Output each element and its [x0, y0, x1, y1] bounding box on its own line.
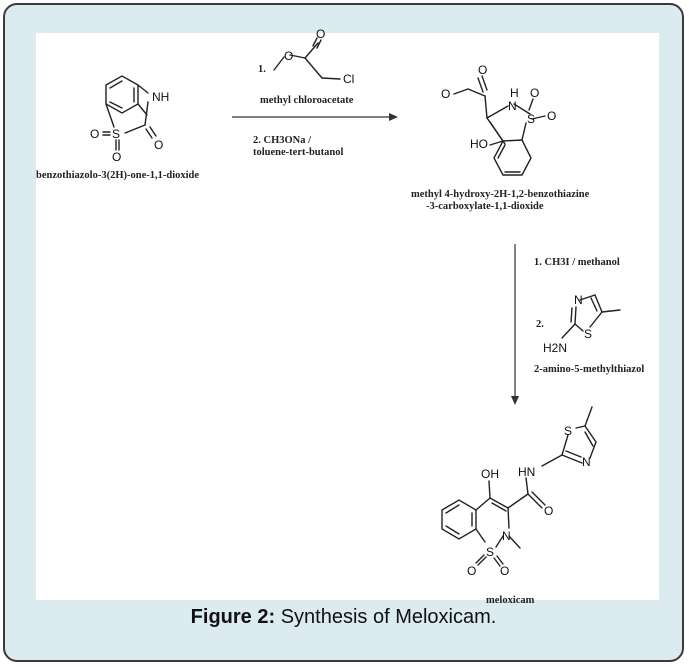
- atom-s-start: S: [112, 127, 120, 141]
- atom-s-product-ring: S: [486, 545, 494, 559]
- atom-h-int: H: [510, 86, 519, 100]
- atom-o-int-4: O: [547, 109, 556, 123]
- atom-o-int-2: O: [441, 87, 450, 101]
- atom-o-amide: O: [544, 504, 553, 518]
- atom-o-int-1: O: [478, 63, 487, 77]
- atom-nh-start: NH: [152, 90, 169, 104]
- atom-h2n: H2N: [543, 341, 567, 355]
- step1-number: 1.: [258, 64, 266, 75]
- aminothiazole-label: 2-amino-5-methylthiazol: [534, 364, 644, 375]
- atom-o-start-3: O: [154, 138, 163, 152]
- meloxicam-structure: [441, 406, 597, 567]
- step4-number: 2.: [536, 319, 544, 330]
- atom-o-int-3: O: [530, 86, 539, 100]
- figure-caption: Figure 2: Synthesis of Meloxicam.: [3, 606, 684, 629]
- arrow-step1-head: [389, 113, 398, 121]
- step1-reagent: methyl chloroacetate: [260, 95, 354, 106]
- atom-n-thiazole: N: [574, 293, 583, 307]
- atom-o-product-1: O: [467, 564, 476, 578]
- intermediate-structure: [453, 75, 546, 176]
- step3-reagent: 1. CH3I / methanol: [534, 257, 620, 268]
- atom-o-start-1: O: [90, 127, 99, 141]
- atom-o-carbonyl: O: [316, 27, 325, 41]
- arrow-step2-head: [511, 396, 519, 405]
- atom-n-product: N: [502, 529, 511, 543]
- atom-oh-product: OH: [481, 467, 499, 481]
- atom-s-thiazole: S: [584, 327, 592, 341]
- atom-ho-int: HO: [470, 137, 488, 151]
- intermediate-label-line1: methyl 4-hydroxy-2H-1,2-benzothiazine: [411, 189, 590, 200]
- atom-o-product-2: O: [500, 564, 509, 578]
- atom-n-product-thiazole: N: [582, 455, 591, 469]
- methyl-chloroacetate-structure: [273, 37, 341, 80]
- intermediate-label-line2: -3-carboxylate-1,1-dioxide: [426, 201, 544, 212]
- atom-s-int: S: [527, 112, 535, 126]
- step2-reagent: 2. CH3ONa /: [253, 135, 312, 146]
- atom-cl: Cl: [343, 72, 354, 86]
- atom-o-ester: O: [284, 49, 293, 63]
- caption-label: Figure 2:: [190, 606, 276, 628]
- atom-o-start-2: O: [112, 150, 121, 164]
- start-compound-label: benzothiazolo-3(2H)-one-1,1-dioxide: [36, 170, 199, 181]
- atom-s-product: S: [564, 424, 572, 438]
- aminothiazole-structure: [561, 294, 621, 339]
- caption-text: Synthesis of Meloxicam.: [280, 606, 497, 628]
- atom-n-int: N: [508, 99, 517, 113]
- atom-hn-product: HN: [518, 465, 535, 479]
- product-label: meloxicam: [486, 595, 535, 606]
- start-compound-structure: [102, 75, 157, 151]
- step2-solvent: toluene-tert-butanol: [253, 147, 343, 158]
